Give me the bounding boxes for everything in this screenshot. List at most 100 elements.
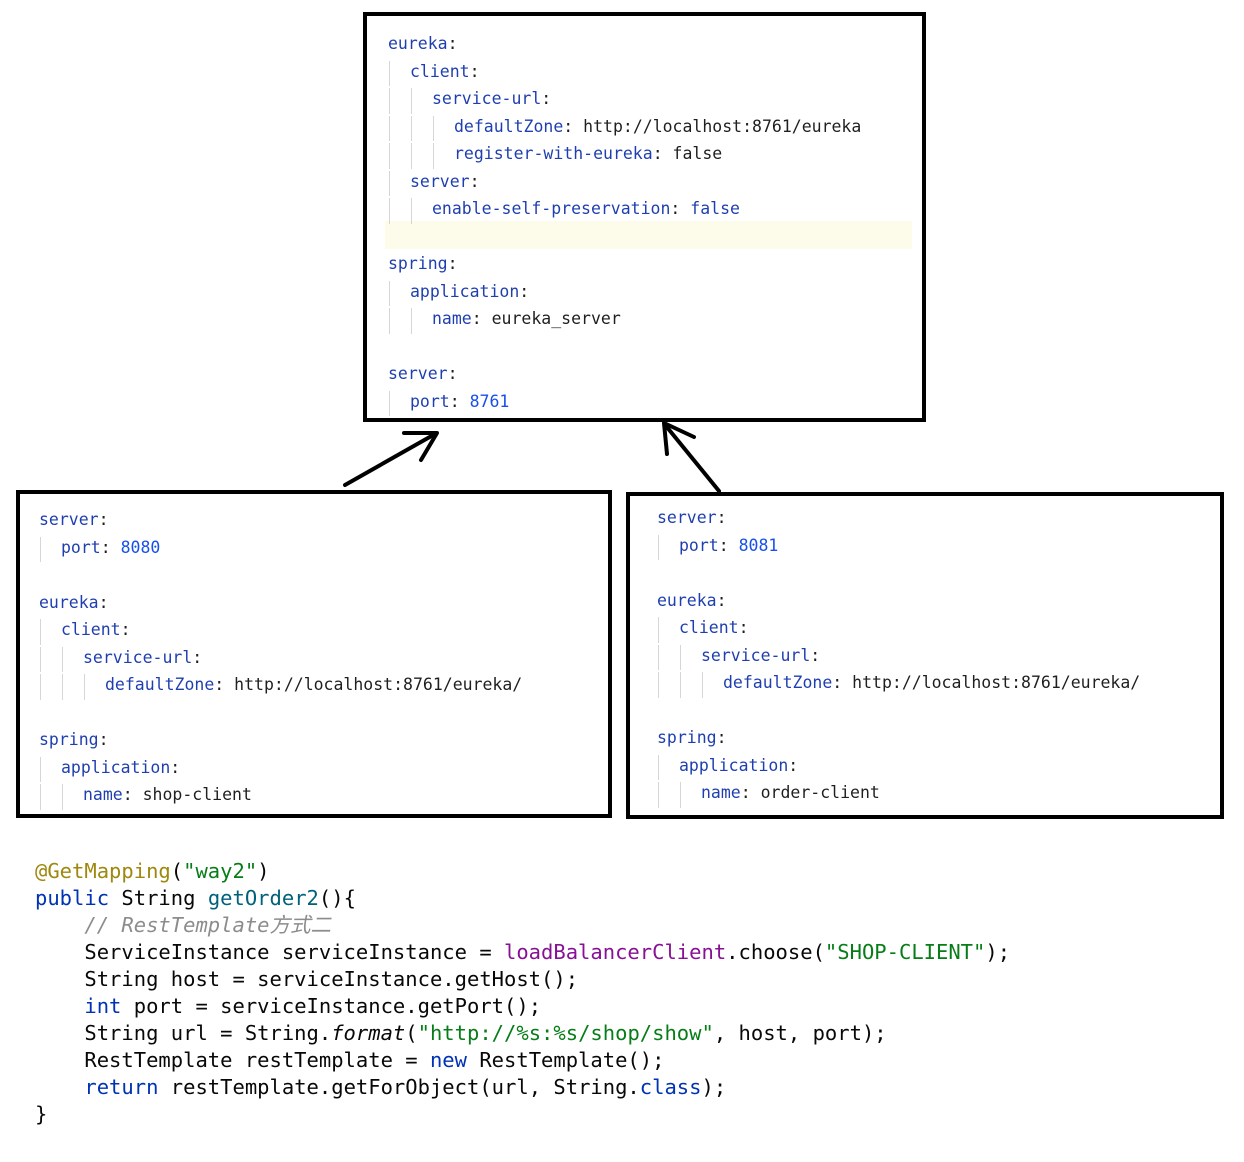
- yaml-value: http://localhost:8761/eureka/: [224, 675, 523, 694]
- yaml-key: eureka: [39, 592, 99, 612]
- yaml-line: service-url:: [657, 642, 1140, 670]
- indent-guide: [680, 672, 681, 698]
- yaml-colon: :: [810, 645, 821, 665]
- yaml-key: defaultZone: [723, 673, 833, 692]
- code-token: "way2": [183, 859, 258, 883]
- indent-guide: [658, 754, 659, 780]
- yaml-line: defaultZone: http://localhost:8761/eurek…: [657, 669, 1140, 697]
- indent-guide: [389, 115, 390, 141]
- yaml-key: client: [410, 61, 470, 81]
- code-token: (: [405, 1021, 418, 1045]
- code-line: String host = serviceInstance.getHost();: [35, 966, 1010, 993]
- code-token: format: [331, 1021, 406, 1045]
- yaml-line: port: 8081: [657, 532, 1140, 560]
- yaml-colon: :: [98, 730, 109, 749]
- yaml-key: service-url: [83, 647, 193, 667]
- indent-guide: [389, 88, 390, 114]
- indent-guide: [40, 756, 41, 782]
- yaml-line: eureka:: [388, 30, 861, 58]
- code-token: int: [84, 994, 122, 1018]
- yaml-line: spring:: [39, 726, 522, 754]
- yaml-line: server:: [657, 504, 1140, 532]
- yaml-colon: :: [98, 592, 109, 612]
- code-token: String: [109, 886, 208, 910]
- order-to-server-arrowhead: [662, 421, 696, 456]
- yaml-colon: :: [652, 144, 663, 163]
- eureka-server-config-box: eureka:client:service-url:defaultZone: h…: [363, 12, 926, 422]
- yaml-colon: :: [192, 647, 203, 667]
- indent-guide: [680, 644, 681, 670]
- order-client-yaml: server:port: 8081 eureka:client:service-…: [657, 504, 1140, 808]
- indent-guide: [658, 644, 659, 670]
- order-client-config-box: server:port: 8081 eureka:client:service-…: [626, 492, 1224, 819]
- indent-guide: [62, 674, 63, 700]
- java-code-block: @GetMapping("way2")public String getOrde…: [35, 858, 1010, 1128]
- yaml-line: spring:: [388, 250, 861, 278]
- code-line: @GetMapping("way2"): [35, 858, 1010, 885]
- indent-guide: [411, 143, 412, 169]
- indent-guide: [389, 308, 390, 334]
- code-token: class: [639, 1075, 702, 1099]
- yaml-key: name: [432, 309, 472, 328]
- yaml-colon: :: [670, 199, 681, 218]
- yaml-colon: :: [716, 728, 727, 747]
- yaml-value: order-client: [750, 783, 880, 802]
- indent-guide: [658, 782, 659, 808]
- code-token: new: [429, 1048, 467, 1072]
- code-token: restTemplate.getForObject(url, String.: [158, 1075, 640, 1099]
- indent-guide: [433, 115, 434, 141]
- yaml-key: client: [679, 618, 739, 637]
- indent-guide: [658, 617, 659, 643]
- code-token: String url = String.: [35, 1021, 332, 1045]
- code-token: loadBalancerClient: [504, 940, 727, 964]
- yaml-colon: :: [214, 675, 225, 694]
- yaml-line: name: shop-client: [39, 781, 522, 809]
- yaml-colon: :: [170, 757, 181, 777]
- yaml-value: 8081: [728, 535, 779, 555]
- code-token: );: [985, 940, 1011, 964]
- code-token: ): [257, 859, 270, 883]
- shop-client-yaml: server:port: 8080 eureka:client:service-…: [39, 506, 523, 810]
- code-token: RestTemplate restTemplate =: [35, 1048, 430, 1072]
- code-token: String host = serviceInstance.getHost();: [35, 967, 579, 991]
- indent-guide: [433, 143, 434, 169]
- yaml-value: 8761: [459, 391, 510, 411]
- yaml-line: port: 8080: [39, 534, 522, 562]
- yaml-key: application: [679, 755, 789, 775]
- yaml-line: server:: [388, 360, 861, 388]
- shop-client-config-box: server:port: 8080 eureka:client:service-…: [16, 490, 612, 818]
- yaml-key: port: [410, 391, 450, 411]
- indent-guide: [62, 784, 63, 810]
- code-token: (: [170, 859, 184, 883]
- code-token: // RestTemplate方式二: [84, 913, 332, 937]
- yaml-colon: :: [716, 508, 727, 527]
- code-token: );: [701, 1075, 727, 1099]
- yaml-key: port: [679, 535, 719, 555]
- yaml-line: application:: [657, 752, 1140, 780]
- yaml-colon: :: [740, 783, 751, 802]
- yaml-value: shop-client: [132, 785, 252, 804]
- yaml-line: client:: [39, 616, 522, 644]
- code-token: public: [35, 886, 110, 910]
- yaml-colon: :: [788, 755, 799, 775]
- yaml-colon: :: [447, 254, 458, 273]
- yaml-key: server: [388, 364, 448, 383]
- yaml-colon: :: [716, 590, 727, 610]
- code-line: public String getOrder2(){: [35, 885, 1010, 912]
- yaml-colon: :: [100, 537, 111, 557]
- yaml-line: eureka:: [39, 589, 522, 617]
- yaml-value: eureka_server: [481, 309, 621, 328]
- yaml-colon: :: [449, 391, 460, 411]
- indent-guide: [411, 198, 412, 224]
- code-token: [35, 913, 84, 937]
- code-token: return: [84, 1075, 159, 1099]
- yaml-key: application: [410, 281, 520, 301]
- yaml-line: enable-self-preservation: false: [388, 195, 861, 223]
- yaml-value: false: [662, 144, 723, 163]
- yaml-colon: :: [563, 116, 574, 136]
- code-token: @GetMapping: [35, 859, 171, 883]
- yaml-value: http://localhost:8761/eureka: [573, 116, 862, 136]
- yaml-colon: :: [98, 510, 109, 529]
- yaml-line: name: order-client: [657, 779, 1140, 807]
- order-to-server-arrow-shaft: [664, 424, 721, 493]
